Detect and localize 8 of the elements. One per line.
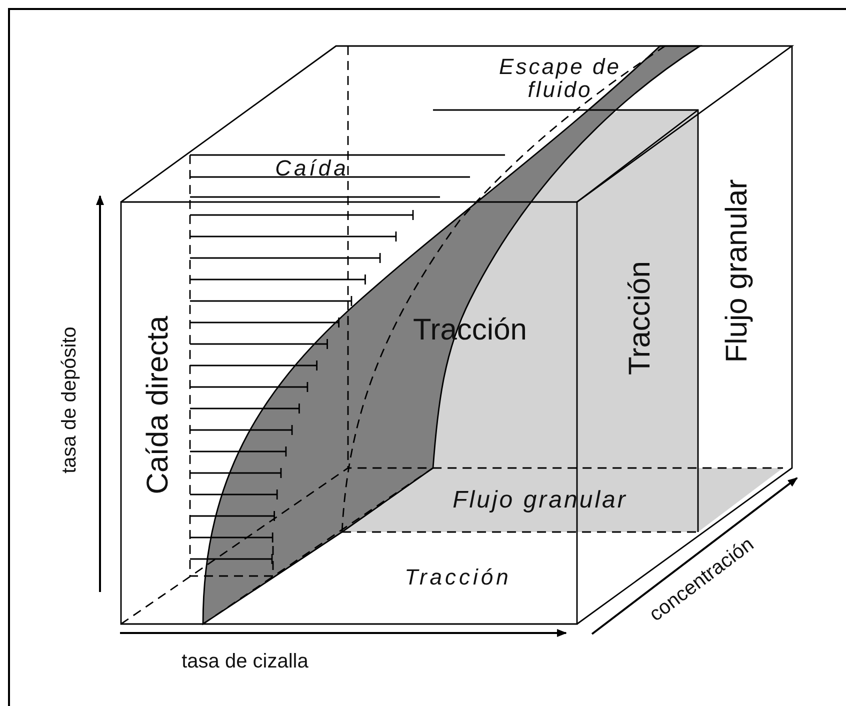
region-label: Escape de fluido xyxy=(498,54,622,102)
region-label: Tracción xyxy=(404,565,512,589)
region-label: Tracción xyxy=(624,261,656,375)
region-label: Flujo granular xyxy=(721,179,753,363)
region-label: Caída xyxy=(275,156,349,180)
axis-label: tasa de depósito xyxy=(60,326,80,474)
axis-label: tasa de cizalla xyxy=(182,652,308,672)
region-label: Caída directa xyxy=(142,316,174,494)
